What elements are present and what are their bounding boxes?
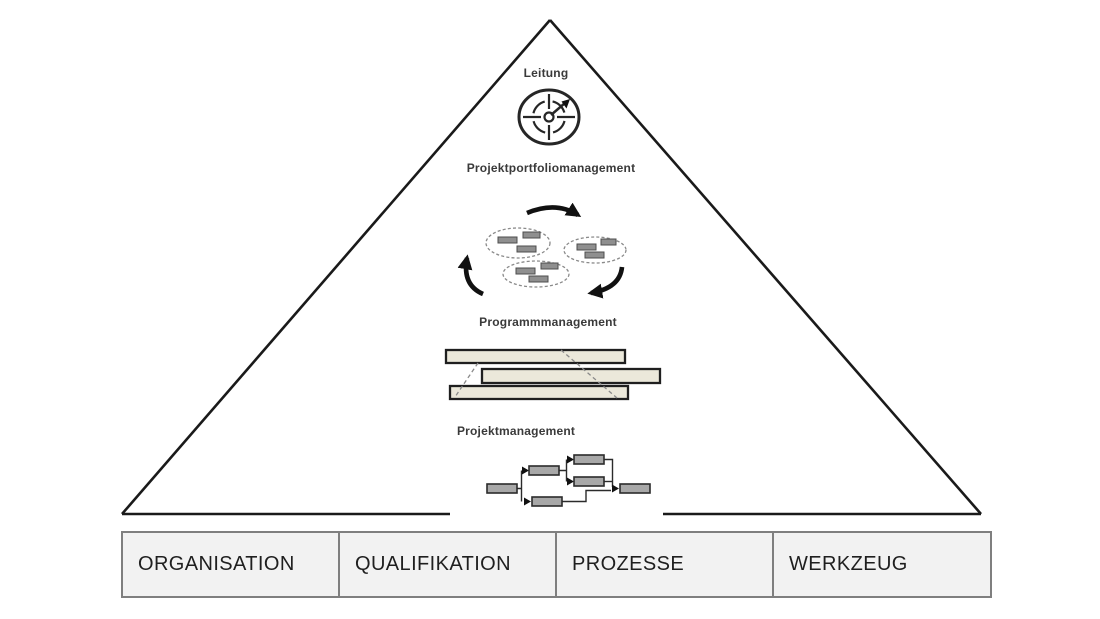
level-label-projektportfoliomanagement: Projektportfoliomanagement — [466, 161, 636, 175]
target-outer-ring — [517, 88, 581, 146]
mini-bar — [540, 262, 559, 270]
target-dart-icon — [517, 88, 581, 146]
gantt-bar-bottom — [448, 384, 630, 401]
network-connector — [604, 458, 614, 487]
network-arrowhead — [524, 497, 531, 506]
network-connector — [559, 459, 568, 482]
level-label-projektmanagement: Projektmanagement — [456, 424, 576, 438]
program-cycle-icon — [457, 202, 627, 299]
cycle-arrow-top — [526, 202, 582, 218]
level-label-programmmanagement: Programmmanagement — [479, 315, 617, 329]
network-node — [486, 483, 518, 494]
network-plan-icon — [486, 454, 651, 507]
program-ellipse-bottom — [502, 260, 570, 288]
foundation-box-label: PROZESSE — [572, 553, 685, 575]
foundation-box-organisation: ORGANISATION — [121, 531, 341, 598]
foundation-box-label: WERKZEUG — [789, 553, 908, 575]
network-node — [531, 496, 563, 507]
target-crosshair — [523, 94, 575, 140]
program-ellipse-right — [563, 236, 627, 264]
cycle-arrow-left — [457, 254, 485, 297]
mini-bar — [528, 275, 549, 283]
mini-bar — [522, 231, 541, 239]
pyramid-right-side — [549, 19, 982, 515]
foundation-box-qualifikation: QUALIFIKATION — [338, 531, 558, 598]
gantt-bar-top — [444, 348, 627, 365]
foundation-box-label: ORGANISATION — [138, 553, 295, 575]
foundation-box-label: QUALIFIKATION — [355, 553, 511, 575]
network-node — [528, 465, 560, 476]
mini-bar — [600, 238, 617, 246]
foundation-box-prozesse: PROZESSE — [555, 531, 775, 598]
network-node — [573, 454, 605, 465]
network-connector — [562, 489, 611, 503]
network-node — [573, 476, 605, 487]
mini-bar — [516, 245, 537, 253]
gantt-bars-icon — [444, 348, 662, 401]
gantt-dashed-link-right — [560, 349, 618, 399]
foundation-box-werkzeug: WERKZEUG — [772, 531, 992, 598]
network-arrowhead — [567, 455, 574, 464]
cycle-arrow-right — [587, 266, 625, 299]
program-ellipse-left — [485, 227, 551, 259]
gantt-bar-middle — [480, 367, 662, 385]
dart-flights — [561, 99, 570, 109]
target-center — [543, 111, 555, 123]
network-arrowhead — [567, 477, 574, 486]
mini-bar — [497, 236, 518, 244]
mini-bar — [584, 251, 605, 259]
network-node — [619, 483, 651, 494]
pyramid-outline — [121, 19, 982, 516]
mini-bar — [515, 267, 536, 275]
level-label-leitung: Leitung — [523, 66, 569, 80]
network-arrowhead — [612, 484, 619, 493]
dart-shaft — [550, 102, 566, 116]
pyramid-left-side — [121, 19, 551, 515]
mini-bar — [576, 243, 597, 251]
network-arrowhead — [522, 466, 529, 475]
